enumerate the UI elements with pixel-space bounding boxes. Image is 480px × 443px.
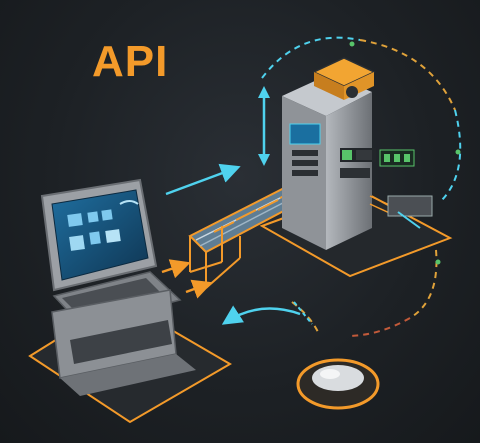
ram-module-icon — [379, 149, 415, 167]
orange-input-arrows — [161, 259, 213, 299]
computer-mouse-icon — [296, 358, 380, 410]
arrow-right-icon — [165, 163, 241, 196]
arrow-left-icon — [221, 305, 301, 325]
desktop-computer-icon — [40, 178, 158, 292]
double-arrow-vertical-icon — [258, 86, 270, 166]
mouse-link-arrow — [293, 301, 313, 325]
computer-base-icon — [51, 289, 196, 396]
server-tower-icon — [282, 57, 433, 250]
dashed-orbit-dots — [349, 41, 461, 265]
api-title: API — [92, 37, 169, 86]
